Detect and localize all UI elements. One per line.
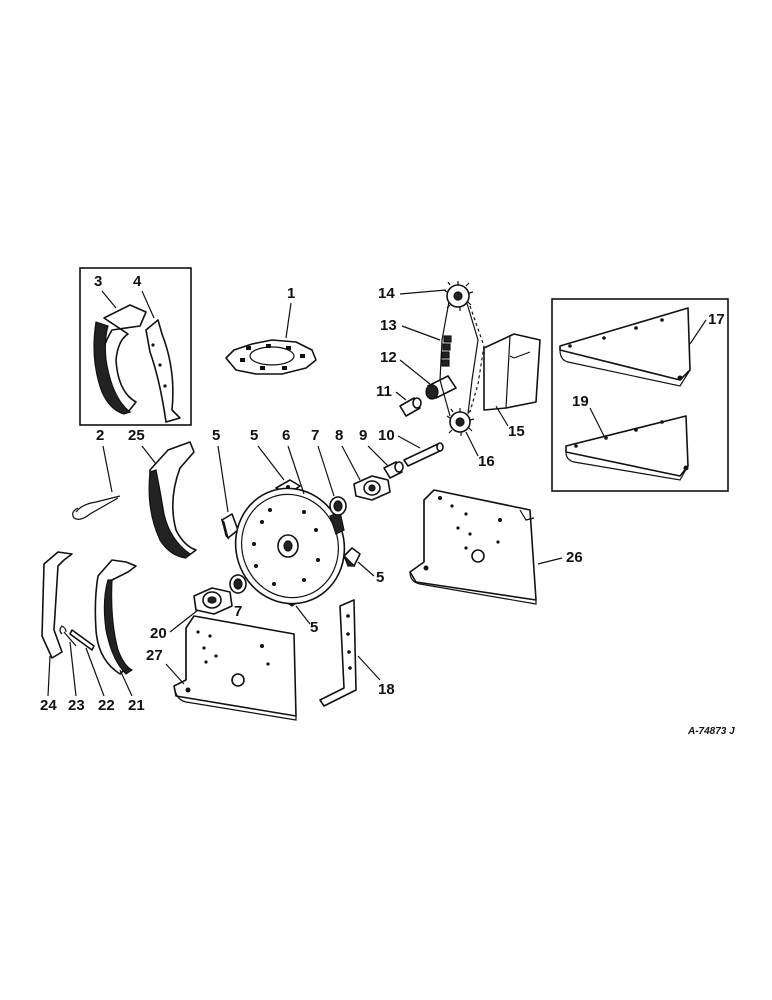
part-1-seed-plate bbox=[225, 339, 317, 375]
callout-8: 8 bbox=[335, 427, 343, 444]
callout-19: 19 bbox=[572, 393, 589, 410]
part-17-side-plate bbox=[559, 307, 691, 387]
part-5-clip-c bbox=[343, 547, 361, 567]
callout-5a: 5 bbox=[212, 427, 220, 444]
part-6-seed-disk bbox=[234, 487, 346, 605]
callout-9: 9 bbox=[359, 427, 367, 444]
callout-24: 24 bbox=[40, 697, 57, 714]
inset-box-left bbox=[79, 267, 192, 426]
part-12-collar bbox=[425, 375, 457, 400]
part-20-bearing-flange bbox=[193, 587, 233, 615]
callout-4: 4 bbox=[133, 273, 142, 290]
callout-5b: 5 bbox=[250, 427, 258, 444]
callout-6: 6 bbox=[282, 427, 290, 444]
part-23-cotter-pin bbox=[59, 625, 77, 647]
part-25-shoe bbox=[148, 441, 197, 559]
callout-20: 20 bbox=[150, 625, 167, 642]
part-4-shoe-liner bbox=[145, 319, 181, 423]
callout-17: 17 bbox=[708, 311, 725, 328]
part-11-pin bbox=[399, 397, 422, 417]
callout-7a: 7 bbox=[311, 427, 319, 444]
reference-code: A-74873 J bbox=[687, 726, 735, 737]
callout-21: 21 bbox=[128, 697, 145, 714]
callout-10: 10 bbox=[378, 427, 395, 444]
part-24-scraper-arm bbox=[41, 551, 73, 659]
callout-23: 23 bbox=[68, 697, 85, 714]
part-15-shield bbox=[483, 333, 541, 411]
callout-11: 11 bbox=[376, 383, 392, 400]
callout-12: 12 bbox=[380, 349, 397, 366]
part-18-support-bracket bbox=[319, 599, 357, 707]
callout-26: 26 bbox=[566, 549, 583, 566]
part-22-pin bbox=[69, 629, 95, 651]
part-19-side-plate bbox=[565, 415, 689, 481]
part-7-bearing-lower bbox=[229, 574, 247, 594]
part-16-sprocket-lower bbox=[446, 408, 475, 436]
part-13-chain bbox=[439, 295, 485, 417]
callout-5d: 5 bbox=[310, 619, 318, 636]
inset-box-right bbox=[551, 298, 729, 492]
part-10-shaft bbox=[403, 442, 444, 467]
callout-5c: 5 bbox=[376, 569, 384, 586]
part-21-scraper bbox=[94, 559, 137, 675]
callout-14: 14 bbox=[378, 285, 395, 302]
part-14-sprocket-upper bbox=[443, 281, 474, 311]
callout-18: 18 bbox=[378, 681, 395, 698]
callout-13: 13 bbox=[380, 317, 397, 334]
callout-25: 25 bbox=[128, 427, 145, 444]
callout-2: 2 bbox=[96, 427, 104, 444]
callout-7b: 7 bbox=[234, 603, 242, 620]
part-27-side-plate bbox=[173, 615, 297, 721]
part-8-flange-bearing bbox=[353, 475, 391, 501]
part-3-shoe-upper bbox=[93, 304, 147, 415]
callout-3: 3 bbox=[94, 273, 102, 290]
part-26-side-plate bbox=[409, 489, 537, 605]
callout-15: 15 bbox=[508, 423, 525, 440]
part-9-bushing bbox=[383, 461, 404, 479]
callout-22: 22 bbox=[98, 697, 115, 714]
part-7-bearing-upper bbox=[329, 496, 347, 516]
callout-16: 16 bbox=[478, 453, 495, 470]
callout-1: 1 bbox=[287, 285, 295, 302]
callout-27: 27 bbox=[146, 647, 163, 664]
part-2-hair-pin bbox=[72, 495, 121, 520]
